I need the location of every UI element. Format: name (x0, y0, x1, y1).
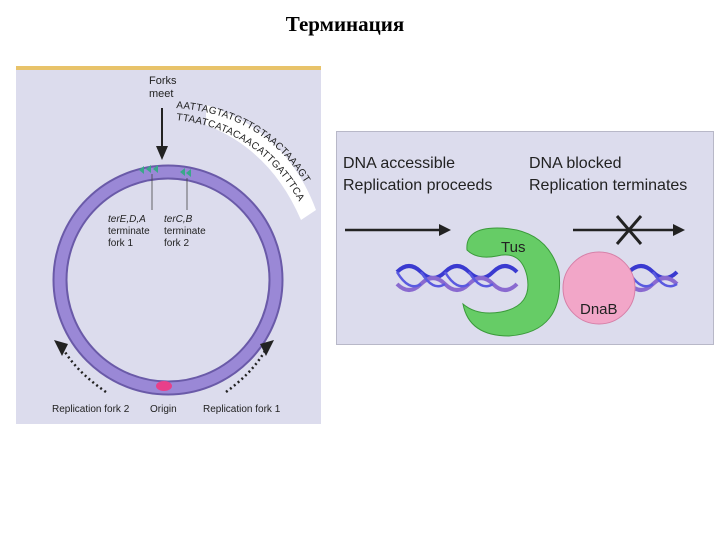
fork2-label: Replication fork 2 (52, 404, 130, 415)
ter-sites (139, 165, 191, 177)
sequence-highlight (206, 105, 316, 220)
fork2-arrowhead (54, 340, 68, 356)
tus-protein (462, 227, 561, 337)
ter-ed-line2: terminate (108, 226, 150, 237)
blocked-heading-2: Replication terminates (529, 177, 687, 194)
dnab-protein (562, 251, 636, 325)
ter-ed-line3: fork 1 (108, 238, 133, 249)
chromosome-diagram-panel: Forks meet AATTAGTATGTTGTAACTAAAGT TTAAT… (16, 66, 321, 424)
forks-meet-arrowhead (156, 146, 168, 160)
ter-site (180, 168, 185, 176)
chromosome-diagram: Forks meet AATTAGTATGTTGTAACTAAAGT TTAAT… (52, 75, 316, 415)
accessible-heading-1: DNA accessible (343, 155, 455, 172)
tus-dnab-panel: DNA accessible Replication proceeds DNA … (336, 131, 714, 345)
fork1-arrowhead (260, 340, 274, 356)
forks-meet-label-1: Forks (149, 75, 177, 87)
origin-label: Origin (150, 404, 177, 415)
dna-helix-right (627, 264, 679, 292)
origin-marker (156, 381, 172, 391)
dna-helix-left (395, 264, 519, 292)
accessible-heading-2: Replication proceeds (343, 177, 492, 194)
proceed-arrowhead (439, 224, 451, 236)
tus-label: Tus (501, 239, 525, 256)
ter-site (146, 165, 151, 173)
block-x-mark-2 (615, 215, 643, 245)
ter-site (186, 169, 191, 177)
ter-site (139, 166, 144, 174)
blocked-heading-1: DNA blocked (529, 155, 622, 172)
ter-cb-name: terC,B (164, 214, 193, 225)
blocked-arrowhead (673, 224, 685, 236)
ter-site (153, 165, 158, 173)
slide-title: Терминация (285, 12, 405, 36)
fork1-label: Replication fork 1 (203, 404, 281, 415)
chromosome-ring (54, 166, 282, 394)
ter-ed-name: terE,D,A (108, 214, 146, 225)
fork1-dotted-arrow (225, 344, 270, 394)
ter-cb-line3: fork 2 (164, 238, 189, 249)
forks-meet-label-2: meet (149, 88, 173, 100)
dnab-label: DnaB (580, 301, 618, 318)
ter-cb-line2: terminate (164, 226, 206, 237)
tus-dnab-diagram: DNA accessible Replication proceeds DNA … (343, 155, 687, 337)
